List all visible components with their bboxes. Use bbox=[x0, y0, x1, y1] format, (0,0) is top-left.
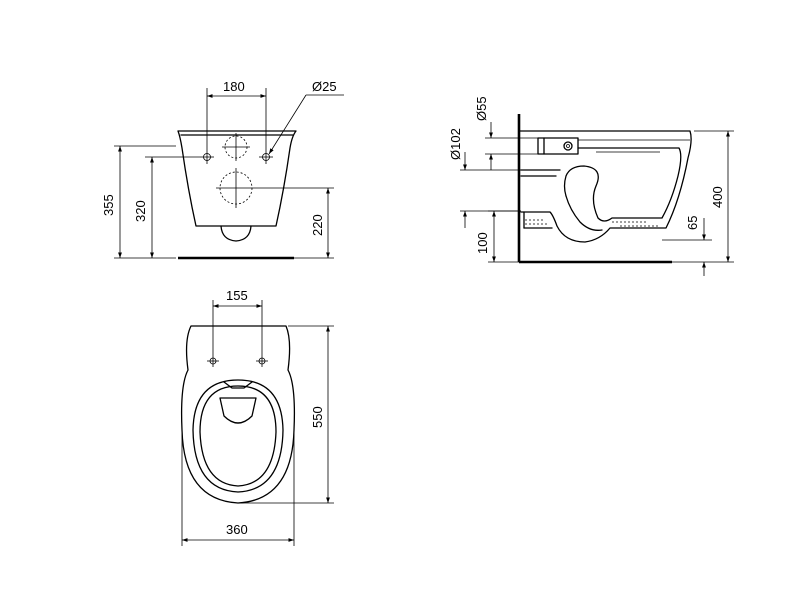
front-view: 180 Ø25 355 320 220 bbox=[101, 79, 344, 260]
front-outlet-hidden bbox=[216, 168, 256, 208]
top-bowl-opening bbox=[219, 397, 257, 424]
side-inlet-connector bbox=[537, 137, 579, 155]
dim-top-width: 360 bbox=[226, 522, 248, 537]
dim-front-total-height: 355 bbox=[101, 194, 116, 216]
dim-top-hole-spacing: 155 bbox=[226, 288, 248, 303]
front-fixing-hole-right bbox=[259, 150, 273, 164]
top-fixing-hole-right bbox=[256, 355, 268, 367]
dim-side-total-height: 400 bbox=[710, 186, 725, 208]
dim-front-outlet-height: 220 bbox=[310, 214, 325, 236]
dim-front-hole-spacing: 180 bbox=[223, 79, 245, 94]
dim-side-floor-clearance: 100 bbox=[475, 232, 490, 254]
side-bowl-inner bbox=[563, 147, 682, 222]
dim-top-length: 550 bbox=[310, 406, 325, 428]
front-inlet-hidden bbox=[222, 133, 250, 161]
dim-front-hole-height: 320 bbox=[133, 200, 148, 222]
dim-side-outlet-diameter: Ø102 bbox=[448, 128, 463, 160]
side-bowl-outer bbox=[518, 130, 692, 243]
top-seat-outline bbox=[192, 379, 284, 493]
dim-side-inlet-diameter: Ø55 bbox=[474, 96, 489, 121]
top-fixing-hole-left bbox=[207, 355, 219, 367]
side-view: Ø55 Ø102 100 400 65 bbox=[448, 96, 734, 276]
front-fixing-hole-left bbox=[200, 150, 214, 164]
front-bowl-outline bbox=[177, 130, 297, 227]
dim-front-hole-diameter: Ø25 bbox=[312, 79, 337, 94]
top-view: 155 550 360 bbox=[180, 288, 334, 546]
front-bowl-bottom bbox=[220, 225, 252, 242]
top-outer-outline bbox=[180, 325, 296, 504]
dim-side-rim-offset: 65 bbox=[685, 216, 700, 230]
